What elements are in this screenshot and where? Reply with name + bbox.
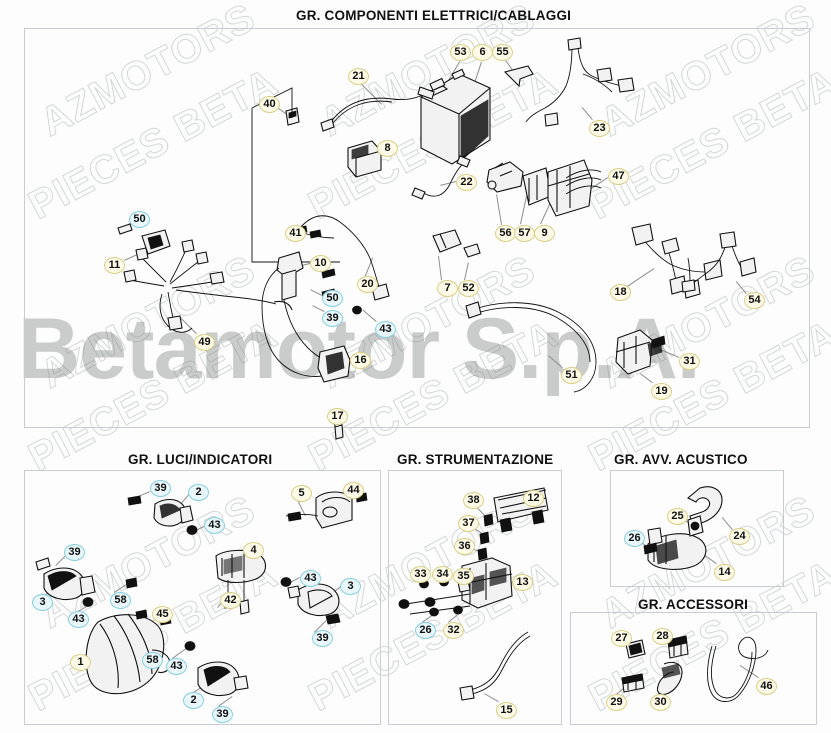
callout-bubble-47[interactable]: 47 xyxy=(608,168,629,185)
panel-title-componenti-elettrici: GR. COMPONENTI ELETTRICI/CABLAGGI xyxy=(296,8,572,23)
callout-bubble-49[interactable]: 49 xyxy=(194,334,215,351)
callout-bubble-9[interactable]: 9 xyxy=(534,225,555,242)
callout-bubble-43[interactable]: 43 xyxy=(166,658,187,675)
callout-bubble-39[interactable]: 39 xyxy=(212,706,233,723)
callout-bubble-4[interactable]: 4 xyxy=(243,542,264,559)
callout-bubble-7[interactable]: 7 xyxy=(437,280,458,297)
panel-frame-luci-indicatori xyxy=(24,470,381,725)
callout-bubble-12[interactable]: 12 xyxy=(523,490,544,507)
callout-bubble-32[interactable]: 32 xyxy=(443,622,464,639)
callout-bubble-14[interactable]: 14 xyxy=(714,564,735,581)
callout-bubble-24[interactable]: 24 xyxy=(729,528,750,545)
callout-bubble-23[interactable]: 23 xyxy=(589,120,610,137)
callout-bubble-56[interactable]: 56 xyxy=(495,225,516,242)
callout-bubble-33[interactable]: 33 xyxy=(410,566,431,583)
panel-title-avv-acustico: GR. AVV. ACUSTICO xyxy=(614,452,748,467)
panel-frame-avv-acustico xyxy=(610,470,784,587)
callout-bubble-58[interactable]: 58 xyxy=(142,652,163,669)
callout-bubble-17[interactable]: 17 xyxy=(327,408,348,425)
callout-bubble-31[interactable]: 31 xyxy=(679,353,700,370)
callout-bubble-2[interactable]: 2 xyxy=(188,484,209,501)
callout-bubble-3[interactable]: 3 xyxy=(340,578,361,595)
callout-bubble-29[interactable]: 29 xyxy=(606,694,627,711)
callout-bubble-10[interactable]: 10 xyxy=(310,255,331,272)
callout-bubble-15[interactable]: 15 xyxy=(496,702,517,719)
callout-bubble-26[interactable]: 26 xyxy=(415,622,436,639)
callout-bubble-54[interactable]: 54 xyxy=(744,292,765,309)
callout-bubble-3[interactable]: 3 xyxy=(32,594,53,611)
callout-bubble-43[interactable]: 43 xyxy=(204,517,225,534)
callout-bubble-39[interactable]: 39 xyxy=(64,544,85,561)
callout-bubble-18[interactable]: 18 xyxy=(610,284,631,301)
callout-bubble-20[interactable]: 20 xyxy=(357,276,378,293)
callout-bubble-50[interactable]: 50 xyxy=(129,211,150,228)
panel-title-strumentazione: GR. STRUMENTAZIONE xyxy=(397,452,554,467)
callout-bubble-40[interactable]: 40 xyxy=(259,96,280,113)
callout-bubble-26[interactable]: 26 xyxy=(624,530,645,547)
callout-bubble-36[interactable]: 36 xyxy=(454,538,475,555)
callout-bubble-8[interactable]: 8 xyxy=(377,140,398,157)
callout-bubble-55[interactable]: 55 xyxy=(492,44,513,61)
callout-bubble-46[interactable]: 46 xyxy=(756,678,777,695)
callout-bubble-39[interactable]: 39 xyxy=(322,310,343,327)
callout-bubble-43[interactable]: 43 xyxy=(300,570,321,587)
callout-bubble-42[interactable]: 42 xyxy=(220,592,241,609)
callout-bubble-51[interactable]: 51 xyxy=(561,367,582,384)
callout-bubble-16[interactable]: 16 xyxy=(350,352,371,369)
callout-bubble-1[interactable]: 1 xyxy=(70,654,91,671)
callout-bubble-39[interactable]: 39 xyxy=(150,480,171,497)
callout-bubble-2[interactable]: 2 xyxy=(183,692,204,709)
callout-bubble-27[interactable]: 27 xyxy=(611,630,632,647)
callout-bubble-13[interactable]: 13 xyxy=(512,574,533,591)
callout-bubble-41[interactable]: 41 xyxy=(285,225,306,242)
callout-bubble-45[interactable]: 45 xyxy=(152,606,173,623)
callout-bubble-43[interactable]: 43 xyxy=(68,611,89,628)
panel-frame-componenti-elettrici xyxy=(24,28,810,428)
callout-bubble-34[interactable]: 34 xyxy=(432,566,453,583)
callout-bubble-44[interactable]: 44 xyxy=(343,482,364,499)
callout-bubble-11[interactable]: 11 xyxy=(104,257,125,274)
callout-bubble-43[interactable]: 43 xyxy=(375,321,396,338)
callout-bubble-22[interactable]: 22 xyxy=(456,174,477,191)
callout-bubble-53[interactable]: 53 xyxy=(450,44,471,61)
callout-bubble-21[interactable]: 21 xyxy=(348,68,369,85)
callout-bubble-57[interactable]: 57 xyxy=(514,225,535,242)
panel-frame-strumentazione xyxy=(388,470,562,725)
callout-bubble-52[interactable]: 52 xyxy=(458,280,479,297)
callout-bubble-30[interactable]: 30 xyxy=(650,694,671,711)
callout-bubble-5[interactable]: 5 xyxy=(291,485,312,502)
panel-title-accessori: GR. ACCESSORI xyxy=(638,597,749,612)
callout-bubble-25[interactable]: 25 xyxy=(667,508,688,525)
callout-bubble-19[interactable]: 19 xyxy=(651,383,672,400)
callout-bubble-38[interactable]: 38 xyxy=(463,492,484,509)
callout-bubble-6[interactable]: 6 xyxy=(472,44,493,61)
panel-title-luci-indicatori: GR. LUCI/INDICATORI xyxy=(128,452,273,467)
callout-bubble-50[interactable]: 50 xyxy=(322,290,343,307)
callout-bubble-37[interactable]: 37 xyxy=(458,515,479,532)
panel-frame-accessori xyxy=(570,612,817,725)
callout-bubble-35[interactable]: 35 xyxy=(453,568,474,585)
callout-bubble-58[interactable]: 58 xyxy=(110,592,131,609)
callout-bubble-28[interactable]: 28 xyxy=(652,628,673,645)
callout-bubble-39[interactable]: 39 xyxy=(312,630,333,647)
